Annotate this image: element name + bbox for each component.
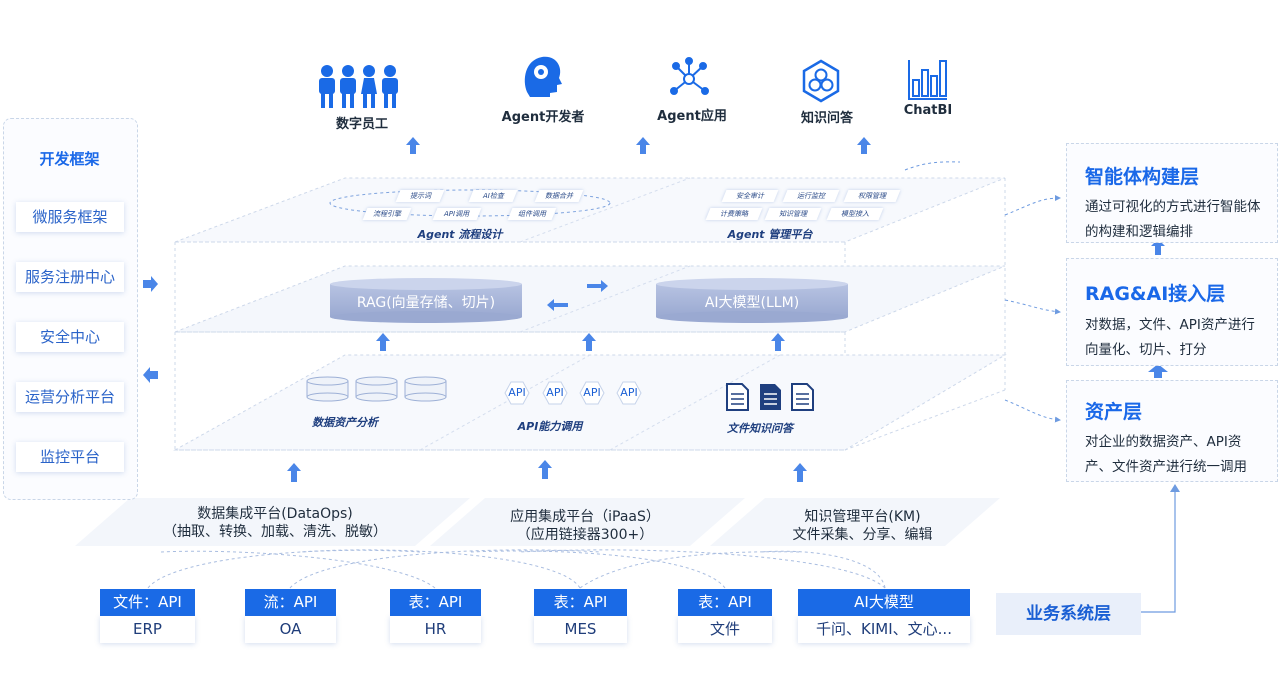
right-layer-assets: 资产层 对企业的数据资产、API资产、文件资产进行统一调用 [1066,380,1278,482]
right-layer-title: 资产层 [1085,401,1143,423]
source-type: 表：API [534,589,627,616]
business-layer-label: 业务系统层 [996,593,1141,635]
api-hex-label: API [583,386,601,399]
platform-ipaas[interactable]: 应用集成平台（iPaaS） （应用链接器300+） [470,508,700,544]
source-name: ERP [100,616,195,643]
source-name: HR [390,616,481,643]
source-type: 流：API [245,589,336,616]
right-layer-desc: 对数据，文件、API资产进行向量化、切片、打分 [1085,317,1255,358]
agent-flow-tag: 提示词 [395,190,445,202]
agent-flow-title: Agent 流程设计 [417,228,503,241]
bar-chart-icon [908,60,947,100]
business-connector [1141,490,1176,613]
output-label-agent-developer: Agent开发者 [501,110,585,125]
data-asset-title: 数据资产分析 [312,416,378,429]
framework-item-registry[interactable]: 服务注册中心 [16,262,124,292]
source-links [147,549,886,589]
output-label-agent-app: Agent应用 [657,109,727,124]
output-label-knowledge-qa: 知识问答 [800,111,853,126]
rag-cylinder [330,278,522,323]
source-type: 文件：API [100,589,195,616]
knowledge-hex-icon [802,59,840,103]
api-hex-shapes [504,381,642,405]
platform-ipaas-desc: （应用链接器300+） [516,527,654,543]
right-layer-desc: 通过可视化的方式进行智能体的构建和逻辑编排 [1085,199,1261,240]
api-capability-title: API能力调用 [517,420,583,433]
rag-cylinder-label: RAG(向量存储、切片) [356,295,496,311]
digital-employee-icon [319,65,398,108]
platform-bars [75,498,1000,546]
source-oa[interactable]: 流：API OA [245,589,336,643]
flow-up-arrows [287,137,1168,482]
platform-km-desc: 文件采集、分享、编辑 [792,527,933,543]
agent-flow-tag: 数据合并 [534,190,584,202]
source-name: MES [534,616,627,643]
agent-flow-loop [329,189,611,217]
agent-mgmt-tag: 运行监控 [782,190,840,202]
agent-mgmt-tag: 权限管理 [843,190,901,202]
agent-mgmt-tag: 模型接入 [826,208,884,220]
platform-dataops-name: 数据集成平台(DataOps) [197,506,353,522]
network-nodes-icon [670,57,709,95]
agent-mgmt-tag: 知识管理 [764,208,822,220]
dev-framework-panel [3,118,138,500]
doc-qa-title: 文件知识问答 [727,422,793,435]
framework-item-monitor[interactable]: 监控平台 [16,442,124,472]
agent-flow-tag: AI检查 [468,190,518,202]
agent-flow-tag: 流程引擎 [362,208,412,220]
api-hex-label: API [546,386,564,399]
source-file[interactable]: 表：API 文件 [678,589,772,643]
data-asset-db-icons [306,376,447,402]
dev-framework-title: 开发框架 [39,150,100,168]
source-mes[interactable]: 表：API MES [534,589,627,643]
rag-llm-exchange-icon [547,280,608,311]
left-exchange-arrows [143,276,158,383]
api-hex-label: API [620,386,638,399]
framework-item-operations[interactable]: 运营分析平台 [16,382,124,412]
document-icons [726,383,814,411]
source-type: 表：API [390,589,481,616]
right-layer-title: 智能体构建层 [1085,166,1200,188]
framework-item-microservice[interactable]: 微服务框架 [16,202,124,232]
source-name: OA [245,616,336,643]
source-type: AI大模型 [798,589,970,616]
agent-flow-tag: 组件调用 [507,208,557,220]
source-name: 文件 [678,616,772,643]
platform-dataops-desc: （抽取、转换、加载、清洗、脱敏） [163,524,387,540]
agent-mgmt-title: Agent 管理平台 [727,228,813,241]
api-hex-label: API [508,386,526,399]
output-label-chatbi: ChatBI [903,103,953,118]
source-erp[interactable]: 文件：API ERP [100,589,195,643]
agent-mgmt-tag: 计费策略 [705,208,763,220]
agent-mgmt-tag: 安全审计 [721,190,779,202]
output-label-digital-employee: 数字员工 [335,117,388,132]
framework-item-security[interactable]: 安全中心 [16,322,124,352]
platform-dataops[interactable]: 数据集成平台(DataOps) （抽取、转换、加载、清洗、脱敏） [130,505,420,541]
right-layer-agent-build: 智能体构建层 通过可视化的方式进行智能体的构建和逻辑编排 [1066,143,1278,243]
right-layer-rag-ai: RAG&AI接入层 对数据，文件、API资产进行向量化、切片、打分 [1066,258,1278,366]
source-hr[interactable]: 表：API HR [390,589,481,643]
platform-km[interactable]: 知识管理平台(KM) 文件采集、分享、编辑 [750,508,975,544]
llm-cylinder-label: AI大模型(LLM) [704,295,800,311]
business-connector-arrowhead [1170,484,1180,492]
source-ai-model[interactable]: AI大模型 千问、KIMI、文心... [798,589,970,643]
developer-head-icon [524,56,562,97]
right-layer-title: RAG&AI接入层 [1085,283,1226,305]
right-connectors [904,161,1061,423]
llm-cylinder [656,278,848,323]
agent-flow-tag: API调用 [432,208,482,220]
platform-km-name: 知识管理平台(KM) [804,509,921,525]
right-layer-desc: 对企业的数据资产、API资产、文件资产进行统一调用 [1085,434,1247,475]
source-name: 千问、KIMI、文心... [798,616,970,643]
source-type: 表：API [678,589,772,616]
platform-ipaas-name: 应用集成平台（iPaaS） [510,509,660,525]
